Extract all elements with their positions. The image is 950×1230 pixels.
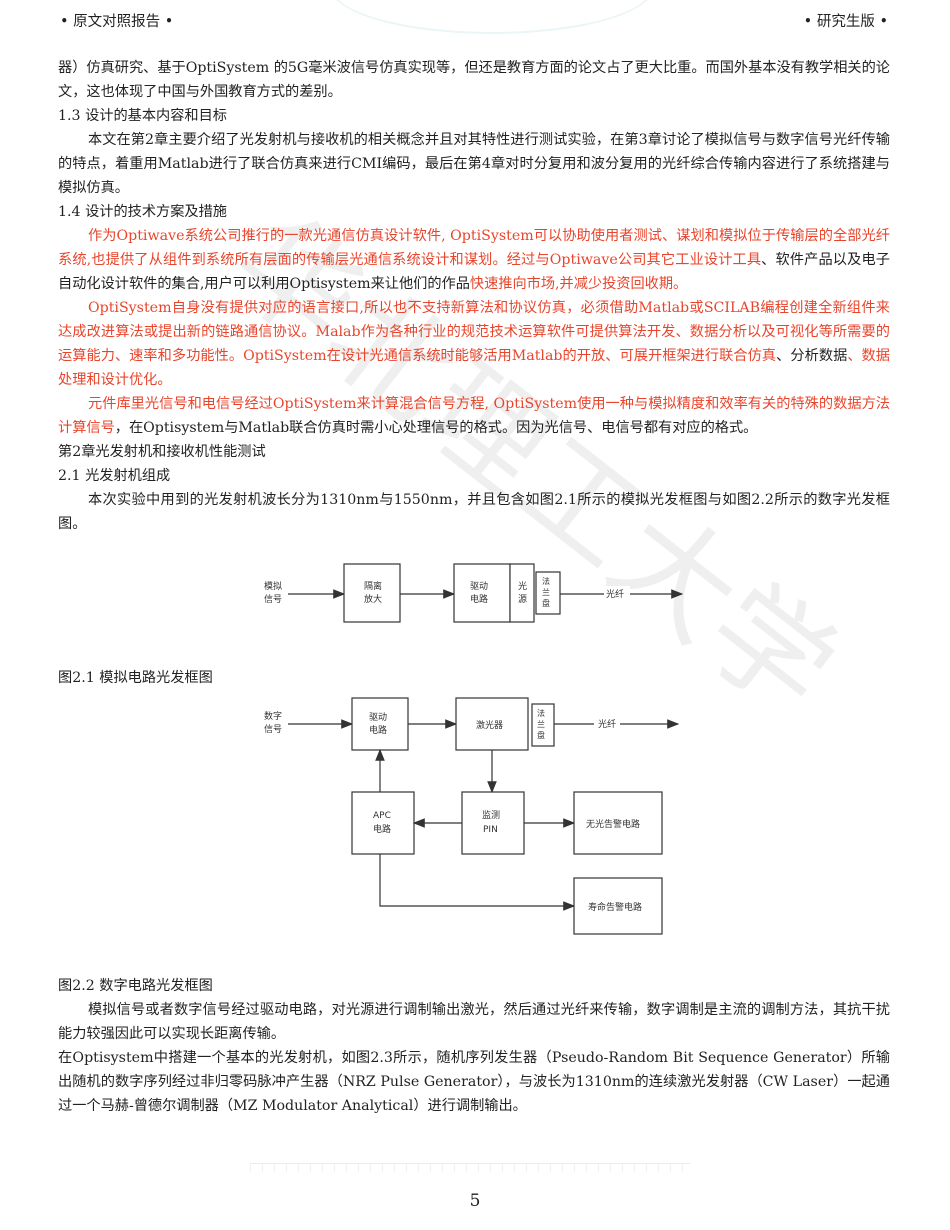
section-heading: 1.4 设计的技术方案及措施 [58,204,227,220]
highlighted-text: OptiSystem自身没有提供对应的语言接口,所以也不支持新算法和协议仿真，必… [58,300,890,364]
flange-block [531,703,555,747]
document-body: 器）仿真研究、基于OptiSystem 的5G毫米波信号仿真实现等，但还是教育方… [58,56,890,1118]
svg-text:法: 法 [542,576,550,586]
highlighted-text: 元件库里光信号和电信号经过OptiSystem来计算混合信号方程, OptiSy… [58,396,890,436]
paragraph: 器）仿真研究、基于OptiSystem 的5G毫米波信号仿真实现等，但还是教育方… [58,60,890,100]
drive-circuit-block [351,697,409,751]
svg-text:光: 光 [518,580,527,592]
paragraph: OptiSystem自身没有提供对应的语言接口,所以也不支持新算法和协议仿真，必… [58,296,890,392]
svg-text:电路: 电路 [369,724,387,736]
svg-text:光纤: 光纤 [606,588,624,600]
header-decoration [330,0,654,34]
svg-text:信号: 信号 [264,593,282,605]
input-label: 模拟 信号 [264,580,282,605]
laser-block [455,697,529,751]
figure-caption: 图2.2 数字电路光发框图 [58,978,213,994]
paragraph: 本文在第2章主要介绍了光发射机与接收机的相关概念并且对其特性进行测试实验，在第3… [58,132,890,196]
paragraph: 元件库里光信号和电信号经过OptiSystem来计算混合信号方程, OptiSy… [58,392,890,440]
svg-text:无光告警电路: 无光告警电路 [586,818,640,830]
svg-text:数字: 数字 [264,710,282,722]
svg-text:光纤: 光纤 [598,718,616,730]
figure-caption: 图2.1 模拟电路光发框图 [58,670,213,686]
digital-transmitter-diagram: 数字 信号 驱动 电路 激光器 法 兰 盘 光纤 监测 PIN APC 电路 无… [264,697,680,935]
svg-text:电路: 电路 [373,823,391,835]
svg-text:监测: 监测 [482,809,500,821]
analog-transmitter-diagram: 模拟 信号 隔离 放大 驱动 电路 光 源 法 兰 盘 光纤 [264,563,684,623]
highlighted-text: 快速推向市场,并减少投资回收期。 [469,276,688,292]
highlighted-text: 作为Optiwave系统公司推行的一款光通信仿真设计软件, OptiSystem… [58,228,890,268]
svg-text:APC: APC [373,811,391,821]
svg-text:盘: 盘 [542,598,550,608]
header-right: • 研究生版 • [803,14,888,30]
svg-text:盘: 盘 [537,730,545,740]
svg-text:激光器: 激光器 [476,719,503,731]
apc-circuit-block [351,791,415,855]
section-heading: 2.1 光发射机组成 [58,468,171,484]
svg-text:驱动: 驱动 [369,712,387,723]
paragraph: 在Optisystem中搭建一个基本的光发射机，如图2.3所示，随机序列发生器（… [58,1050,890,1114]
chapter-heading: 第2章光发射机和接收机性能测试 [58,444,266,460]
svg-text:PIN: PIN [483,825,498,835]
life-alarm-block [573,877,663,935]
paragraph: 本次实验中用到的光发射机波长分为1310nm与1550nm，并且包含如图2.1所… [58,492,890,532]
header-left: • 原文对照报告 • [60,14,174,30]
svg-text:电路: 电路 [470,593,488,605]
svg-text:源: 源 [518,594,527,605]
svg-text:模拟: 模拟 [264,580,282,592]
highlighted-text: 、数据处理和设计优化。 [58,348,890,388]
light-source-block [509,563,535,623]
plain-text: ，在Optisystem与Matlab联合仿真时需小心处理信号的格式。因为光信号… [114,420,758,436]
svg-text:寿命告警电路: 寿命告警电路 [588,901,642,913]
monitor-pin-block [461,791,525,855]
plain-text: 、软件产品以及电子自动化设计软件的集合,用户可以利用Optisystem来让他们… [58,252,890,292]
plain-text: 、分析数据 [776,348,848,364]
svg-text:隔离: 隔离 [364,580,382,592]
svg-text:兰: 兰 [542,587,550,597]
paragraph: 作为Optiwave系统公司推行的一款光通信仿真设计软件, OptiSystem… [58,224,890,296]
svg-text:驱动: 驱动 [470,581,488,592]
paragraph: 模拟信号或者数字信号经过驱动电路，对光源进行调制输出激光，然后通过光纤来传输，数… [58,1002,890,1042]
no-light-alarm-block [573,791,663,855]
svg-text:放大: 放大 [364,593,382,605]
svg-text:兰: 兰 [537,719,545,729]
section-heading: 1.3 设计的基本内容和目标 [58,108,227,124]
flange-block [535,571,561,615]
svg-text:法: 法 [537,708,545,718]
footer-decoration [250,1163,690,1172]
isolation-amplifier-block [343,563,401,623]
svg-text:信号: 信号 [264,723,282,735]
page-number: 5 [469,1191,481,1211]
drive-circuit-block [453,563,511,623]
